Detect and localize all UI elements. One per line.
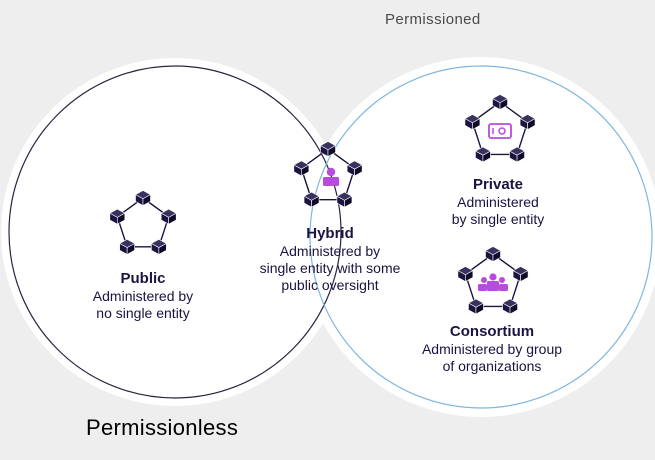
group-icon: [478, 273, 508, 291]
hybrid-network-icon: [293, 141, 363, 208]
network-node-icon: [457, 266, 474, 283]
network-node-icon: [319, 141, 337, 158]
hybrid-description-line-1: Administered by: [279, 243, 381, 259]
consortium-title: Consortium: [449, 323, 535, 340]
network-node-icon: [293, 160, 310, 177]
consortium-description-line-2: of organizations: [442, 358, 542, 374]
network-node-icon: [474, 146, 492, 163]
person-icon: [323, 167, 339, 186]
network-node-icon: [303, 191, 320, 208]
public-description-line-1: Administered by: [92, 288, 194, 304]
network-node-icon: [109, 208, 126, 225]
consortium-network-label: Consortium Administered by group of orga…: [402, 322, 582, 375]
permissioned-region-label: Permissioned: [385, 11, 481, 28]
consortium-description-line-1: Administered by group: [421, 341, 563, 357]
private-title: Private: [472, 176, 524, 193]
network-node-icon: [346, 160, 363, 177]
permissionless-region-label: Permissionless: [86, 415, 239, 440]
hybrid-title: Hybrid: [306, 225, 354, 242]
consortium-network-icon: [457, 246, 529, 315]
network-node-icon: [464, 114, 481, 131]
network-node-icon: [134, 190, 152, 207]
vault-icon: [488, 123, 512, 139]
hybrid-network-label: Hybrid Administered by single entity wit…: [235, 224, 425, 294]
hybrid-description-line-3: public oversight: [281, 277, 379, 293]
network-node-icon: [501, 298, 519, 315]
network-node-icon: [508, 146, 526, 163]
network-node-icon: [512, 266, 529, 283]
hybrid-description-line-2: single entity with some: [259, 260, 401, 276]
public-title: Public: [120, 270, 166, 287]
public-network-icon: [109, 190, 177, 255]
network-node-icon: [119, 239, 136, 255]
network-node-icon: [519, 114, 536, 131]
network-node-icon: [484, 246, 502, 263]
permissioned-halo: [301, 57, 655, 417]
permissionless-circle: [8, 65, 342, 399]
network-node-icon: [491, 94, 509, 111]
network-node-icon: [336, 191, 353, 208]
public-description-line-2: no single entity: [96, 305, 190, 321]
private-description-line-1: Administered: [457, 194, 539, 210]
network-node-icon: [160, 208, 177, 225]
permissioned-circle: [309, 65, 653, 409]
network-node-icon: [467, 298, 485, 315]
public-network-label: Public Administered by no single entity: [58, 269, 228, 322]
permissionless-halo: [1, 58, 349, 406]
private-description-line-2: by single entity: [451, 211, 545, 227]
private-network-label: Private Administered by single entity: [423, 175, 573, 228]
network-node-icon: [150, 239, 167, 255]
private-network-icon: [464, 94, 536, 163]
